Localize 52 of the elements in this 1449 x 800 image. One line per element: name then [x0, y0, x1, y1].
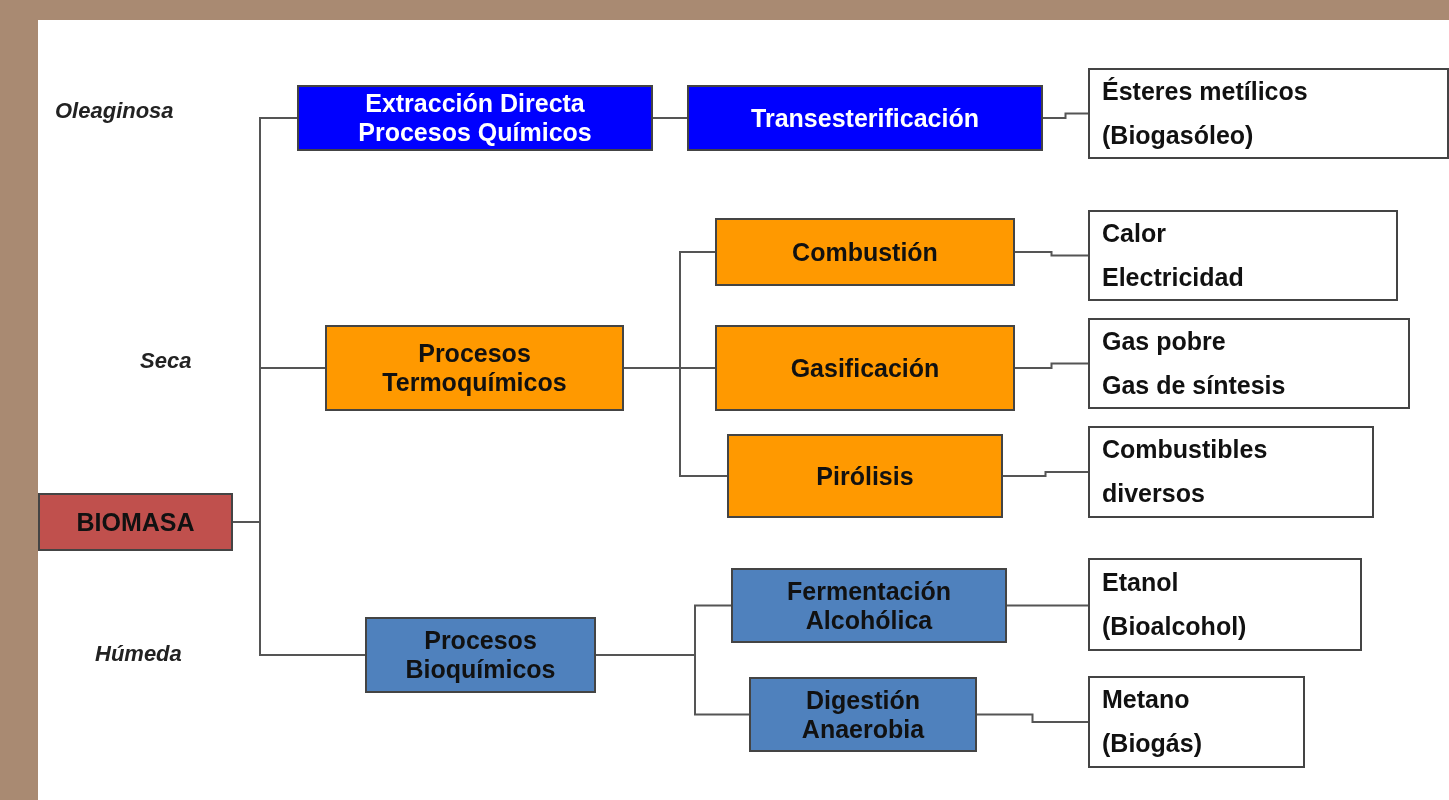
product-box [1088, 68, 1449, 159]
box-text: Electricidad [1102, 261, 1244, 293]
process-box [715, 325, 1015, 411]
box-text: Combustión [792, 237, 938, 267]
product-box [1088, 676, 1305, 768]
process-box [727, 434, 1003, 518]
box-text: Transesterificación [751, 103, 979, 133]
product-box [1088, 210, 1398, 301]
connector-line [1002, 471, 1089, 477]
box-text: Etanol [1102, 566, 1179, 598]
connector-line [1042, 112, 1089, 119]
box-text: Digestión Anaerobia [800, 685, 926, 744]
product-box [1088, 558, 1362, 651]
box-text: BIOMASA [76, 507, 195, 537]
box-text: (Bioalcohol) [1102, 610, 1247, 642]
box-text: (Biogás) [1102, 728, 1202, 759]
process-box [687, 85, 1043, 151]
box-text: Calor [1102, 217, 1166, 249]
box-text: Gasificación [790, 353, 940, 383]
connector-line [595, 654, 750, 716]
process-box [749, 677, 977, 752]
box-text: Procesos Termoquímicos [381, 339, 568, 397]
category-label: Seca [140, 348, 192, 374]
box-text: Combustibles [1102, 434, 1268, 466]
product-box [1088, 426, 1374, 518]
process-box [297, 85, 653, 151]
connector-line [623, 367, 728, 477]
connector-line [1014, 362, 1089, 369]
box-text: Metano [1102, 684, 1190, 716]
box-text: Procesos Bioquímicos [404, 626, 557, 684]
box-text: Gas de síntesis [1102, 369, 1286, 401]
category-label: Húmeda [95, 641, 182, 667]
box-text: Fermentación Alcohólica [786, 576, 952, 635]
category-label: Oleaginosa [55, 98, 174, 124]
process-box [731, 568, 1007, 643]
product-box [1088, 318, 1410, 409]
process-box [365, 617, 596, 693]
connector-line [652, 117, 688, 119]
connector-line [1006, 604, 1089, 607]
box-text: Gas pobre [1102, 325, 1226, 357]
connector-line [976, 713, 1089, 723]
box-text: diversos [1102, 478, 1205, 509]
box-text: Pirólisis [816, 461, 914, 491]
connector-line [232, 521, 366, 656]
box-text: (Biogasóleo) [1102, 119, 1254, 151]
box-text: Procesos Químicos [358, 118, 592, 147]
process-box [715, 218, 1015, 286]
box-text: Extracción Directa [365, 89, 585, 118]
box-text: Ésteres metílicos [1102, 75, 1308, 107]
process-box [325, 325, 624, 411]
biomass-box [38, 493, 233, 551]
connector-line [1014, 251, 1089, 257]
